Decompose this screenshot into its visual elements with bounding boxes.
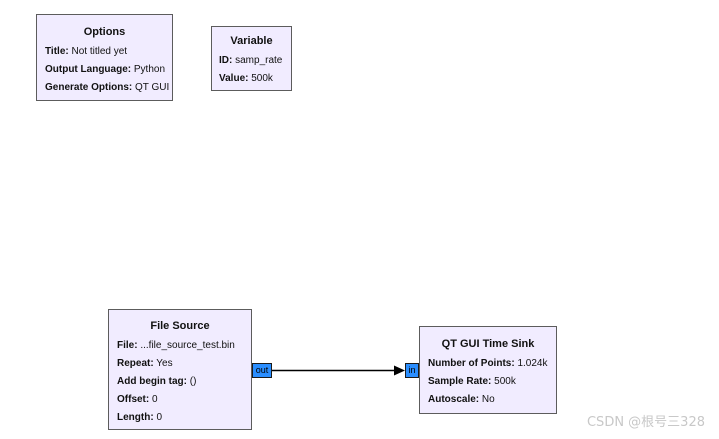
time-sink-param-sample-rate: Sample Rate: 500k bbox=[428, 376, 516, 387]
variable-block-title: Variable bbox=[230, 35, 273, 47]
variable-param-value: Value: 500k bbox=[219, 73, 273, 84]
time-sink-block[interactable]: QT GUI Time Sink Number of Points: 1.024… bbox=[419, 326, 557, 414]
file-source-out-port[interactable]: out bbox=[252, 363, 272, 378]
file-source-param-repeat: Repeat: Yes bbox=[117, 358, 173, 369]
file-source-block[interactable]: File Source File: ...file_source_test.bi… bbox=[108, 309, 252, 430]
options-block-title: Options bbox=[83, 26, 126, 38]
file-source-block-title: File Source bbox=[150, 320, 210, 332]
file-source-param-length: Length: 0 bbox=[117, 412, 162, 423]
variable-block[interactable]: Variable ID: samp_rate Value: 500k bbox=[211, 26, 292, 91]
options-param-title: Title: Not titled yet bbox=[45, 46, 128, 57]
options-block[interactable]: Options Title: Not titled yet Output Lan… bbox=[36, 14, 173, 101]
file-source-param-offset: Offset: 0 bbox=[117, 394, 158, 405]
options-param-generate-options: Generate Options: QT GUI bbox=[45, 82, 170, 93]
file-source-param-begin-tag: Add begin tag: () bbox=[117, 376, 197, 387]
time-sink-in-port[interactable]: in bbox=[405, 363, 419, 378]
watermark-text: CSDN @根号三328 bbox=[586, 415, 705, 430]
connection-arrowhead bbox=[394, 365, 405, 376]
time-sink-block-title: QT GUI Time Sink bbox=[441, 338, 535, 350]
file-source-param-file: File: ...file_source_test.bin bbox=[117, 340, 235, 351]
variable-param-id: ID: samp_rate bbox=[219, 55, 283, 66]
time-sink-param-autoscale: Autoscale: No bbox=[428, 394, 495, 405]
time-sink-param-points: Number of Points: 1.024k bbox=[428, 358, 548, 369]
options-param-output-language: Output Language: Python bbox=[45, 64, 166, 75]
